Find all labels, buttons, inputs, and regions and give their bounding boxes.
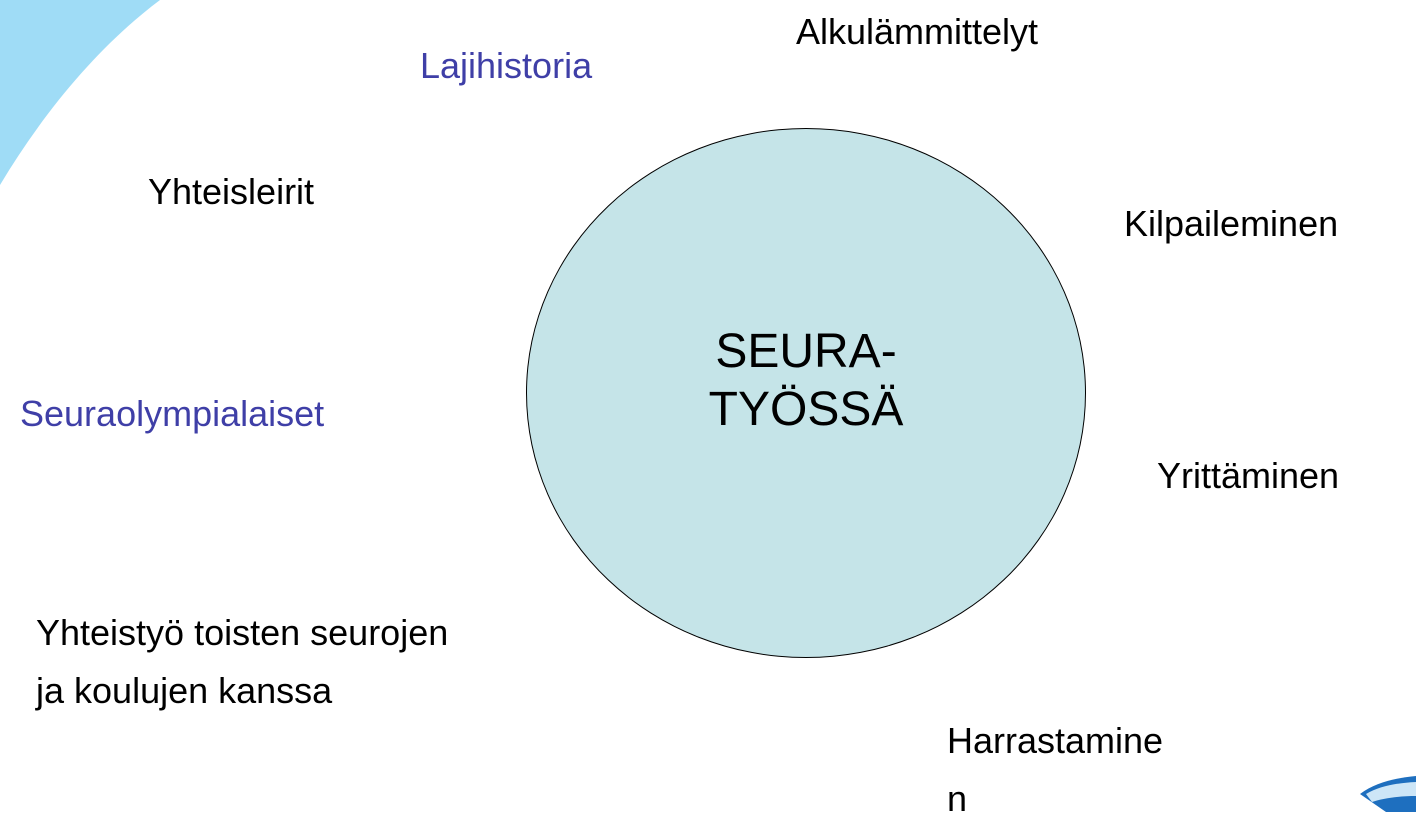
label-yrittaminen: Yrittäminen — [1157, 455, 1340, 496]
label-yhteistyo: Yhteistyö toisten seurojen ja koulujen k… — [36, 604, 448, 720]
label-harrastaminen: Harrastamine n — [947, 712, 1163, 828]
label-alkulammittelyt: Alkulämmittelyt — [796, 11, 1039, 52]
label-lajihistoria: Lajihistoria — [420, 45, 593, 86]
label-seuraolympialaiset: Seuraolympialaiset — [20, 393, 325, 434]
center-title: SEURA- TYÖSSÄ — [626, 323, 986, 439]
label-yhteisleirit: Yhteisleirit — [148, 171, 315, 212]
corner-logo-fragment — [1360, 776, 1416, 812]
label-yhteistyo-line1: Yhteistyö toisten seurojen — [36, 612, 449, 653]
corner-decoration — [0, 0, 160, 185]
center-title-line2: TYÖSSÄ — [708, 383, 904, 436]
label-kilpaileminen: Kilpaileminen — [1124, 203, 1339, 244]
label-yhteistyo-line2: ja koulujen kanssa — [36, 670, 333, 711]
center-title-line1: SEURA- — [715, 325, 897, 378]
center-circle — [526, 128, 1086, 658]
label-harrastaminen-line1: Harrastamine — [947, 720, 1164, 761]
label-harrastaminen-line2: n — [947, 778, 968, 819]
